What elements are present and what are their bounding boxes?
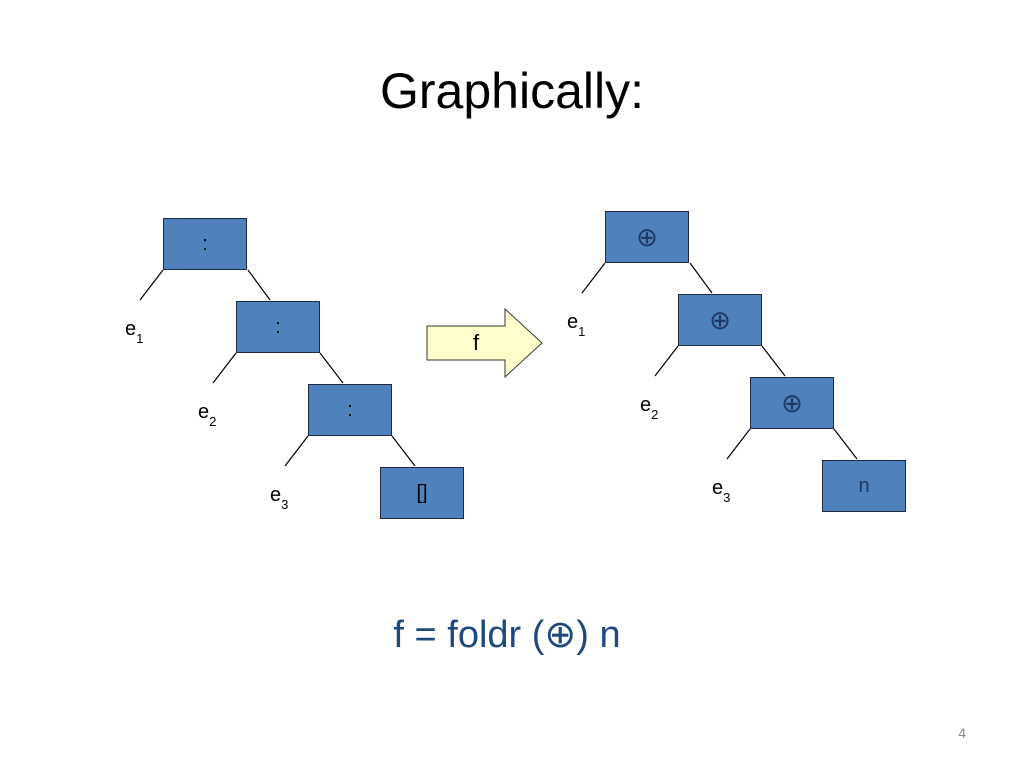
transform-arrow	[426, 307, 543, 379]
right-element-label-2: e2	[640, 394, 659, 422]
right-node-op-1: ⊕	[605, 211, 689, 263]
edge-left-3-tail	[391, 435, 416, 467]
left-node-cons-3: :	[308, 384, 392, 436]
edge-right-1-elem	[581, 262, 606, 294]
edge-right-1-tail	[689, 262, 713, 294]
left-element-label-3: e3	[270, 484, 289, 512]
edge-left-1-elem	[139, 269, 164, 301]
edge-right-2-tail	[761, 345, 786, 377]
arrow-label: f	[472, 330, 480, 355]
left-node-cons-1: :	[163, 218, 247, 270]
edge-right-3-elem	[726, 428, 751, 460]
left-node-cons-2: :	[236, 301, 320, 353]
page-number: 4	[958, 725, 966, 741]
edge-right-3-tail	[833, 428, 858, 460]
right-node-op-3: ⊕	[750, 377, 834, 429]
right-node-seed: n	[822, 460, 906, 512]
right-element-label-3: e3	[712, 477, 731, 505]
edge-left-3-elem	[284, 435, 309, 467]
left-element-label-2: e2	[198, 401, 217, 429]
foldr-formula: f = foldr (⊕) n	[393, 614, 621, 656]
edge-left-2-tail	[319, 352, 344, 384]
right-element-label-1: e1	[567, 311, 586, 339]
left-node-nil: []	[380, 467, 464, 519]
edge-left-2-elem	[212, 352, 237, 384]
right-node-op-2: ⊕	[678, 294, 762, 346]
edge-right-2-elem	[654, 345, 679, 377]
left-element-label-1: e1	[125, 318, 144, 346]
edge-left-1-tail	[247, 269, 271, 301]
slide-title: Graphically:	[380, 63, 644, 119]
